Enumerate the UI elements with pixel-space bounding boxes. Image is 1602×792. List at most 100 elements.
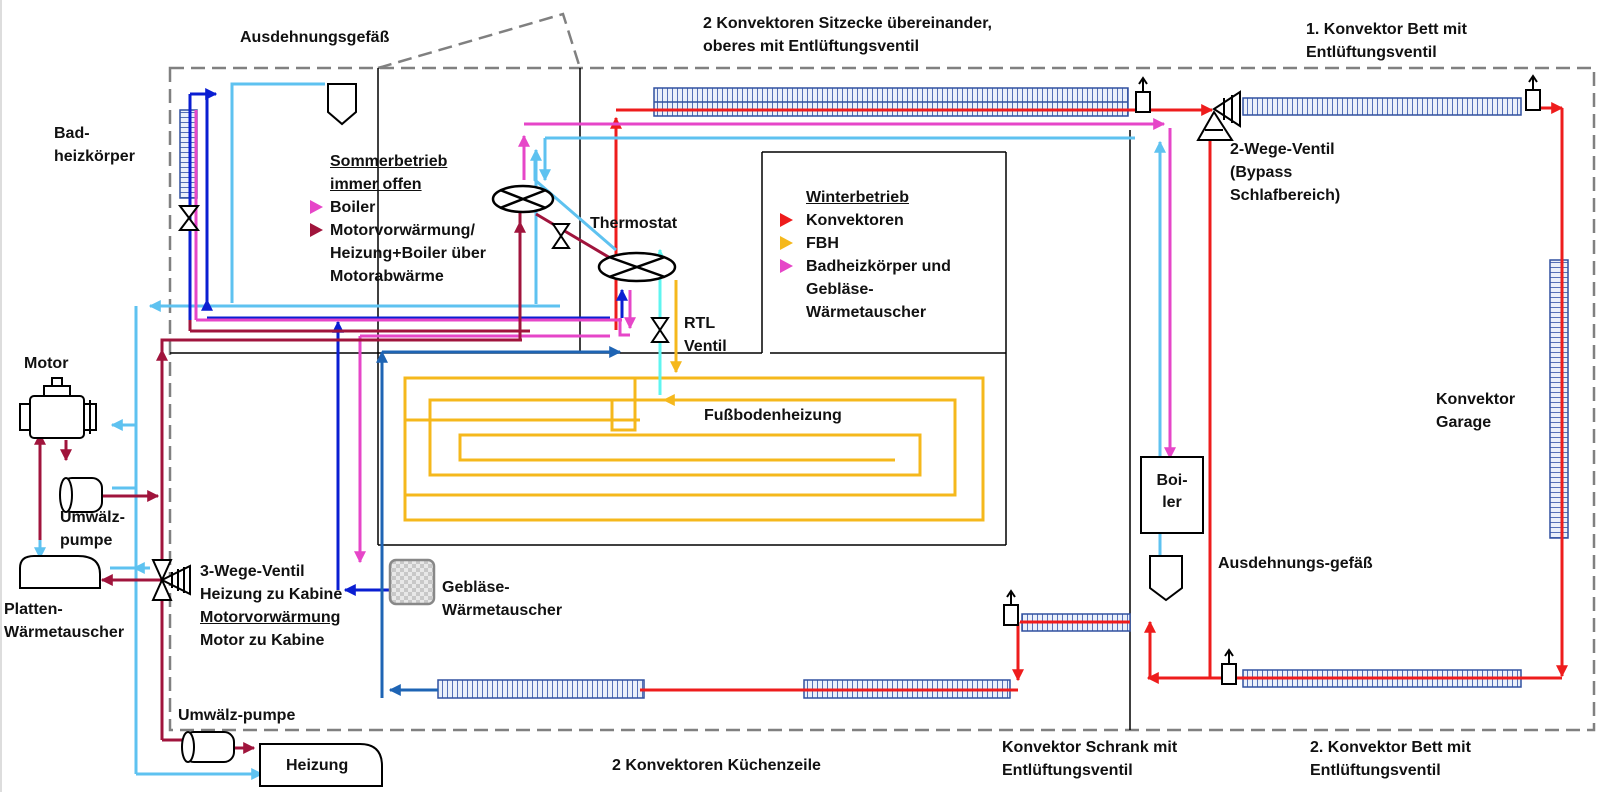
bath-valve-symbol — [178, 205, 200, 231]
legend-summer-motor-line-3: Motorabwärme — [330, 268, 444, 285]
cabinet-convector-line-2: Entlüftungsventil — [1002, 762, 1133, 779]
two-way-valve-line-1: 2-Wege-Ventil — [1230, 141, 1335, 158]
swatch-orange-icon — [780, 236, 793, 250]
motor-label: Motor — [24, 355, 69, 372]
legend-summer-title-2: immer offen — [330, 176, 422, 193]
cabinet-convector-line-1: Konvektor Schrank mit — [1002, 739, 1178, 756]
mixer-upper-symbol — [491, 184, 555, 214]
legend-winter-item-convectors: Konvektoren — [780, 209, 951, 232]
two-way-valve-line-3: Schlafbereich) — [1230, 187, 1341, 204]
three-way-valve-symbol — [151, 559, 191, 601]
garage-convector-line-1: Konvektor — [1436, 391, 1516, 408]
plate-heat-exchanger-symbol — [19, 555, 101, 589]
legend-winter-bath-line-1: Badheizkörper und — [806, 258, 951, 275]
legend-summer-motor-line-1: Motorvorwärmung/ — [330, 222, 475, 239]
legend-summer: Sommerbetrieb immer offen Boiler Motorvo… — [310, 150, 487, 288]
three-way-valve-line-4: Motor zu Kabine — [200, 632, 325, 649]
convector-garage — [1549, 259, 1569, 539]
legend-winter-bath-line-2: Gebläse- — [806, 281, 874, 298]
legend-winter-item-fbh: FBH — [780, 232, 951, 255]
thermostat-label: Thermostat — [590, 215, 678, 232]
bed-convector-1-line-2: Entlüftungsventil — [1306, 44, 1437, 61]
rtl-valve-label: RTL Ventil — [684, 312, 727, 358]
three-way-valve-line-3: Motorvorwärmung — [200, 609, 341, 626]
pump-left-symbol — [59, 477, 103, 513]
seating-convectors-label: 2 Konvektoren Sitzecke übereinander, obe… — [703, 12, 992, 58]
legend-winter-fbh-text: FBH — [806, 235, 839, 252]
bath-radiator-label: Bad- heizkörper — [54, 122, 135, 168]
expansion-tank-right-label: Ausdehnungs-gefäß — [1218, 555, 1373, 572]
pipes-blue — [188, 88, 628, 596]
bath-radiator-line-2: heizkörper — [54, 148, 135, 165]
three-way-valve-label: 3-Wege-Ventil Heizung zu Kabine Motorvor… — [200, 560, 342, 652]
expansion-tank-right-symbol — [1149, 555, 1183, 602]
bed-convector-2-label: 2. Konvektor Bett mit Entlüftungsventil — [1310, 736, 1471, 782]
plate-heat-exchanger-line-1: Platten- — [4, 601, 63, 618]
swatch-maroon-icon — [310, 223, 323, 237]
bed-convector-2-line-1: 2. Konvektor Bett mit — [1310, 739, 1471, 756]
plate-heat-exchanger-label: Platten- Wärmetauscher — [4, 598, 124, 644]
bed-convector-1-label: 1. Konvektor Bett mit Entlüftungsventil — [1306, 18, 1467, 64]
pump-left-label: Umwälz- pumpe — [60, 506, 125, 552]
convector-bed-1 — [1242, 97, 1522, 116]
bed-convector-1-line-1: 1. Konvektor Bett mit — [1306, 21, 1467, 38]
legend-summer-boiler-text: Boiler — [330, 199, 376, 216]
vehicle-outline — [168, 12, 1596, 732]
bed-convector-2-line-2: Entlüftungsventil — [1310, 762, 1441, 779]
motor-symbol — [19, 377, 97, 439]
legend-winter-bath-line-3: Wärmetauscher — [806, 304, 927, 321]
pipes-midblue — [376, 346, 622, 698]
two-way-valve-symbol — [1196, 90, 1241, 141]
bleed-valve-symbols — [1003, 74, 1541, 685]
legend-winter-item-bath: Badheizkörper und Gebläse- Wärmetauscher — [780, 255, 951, 324]
boiler-line-2: ler — [1162, 494, 1182, 511]
underfloor-heating-coil — [403, 376, 985, 522]
garage-convector-label: Konvektor Garage — [1436, 388, 1515, 434]
three-way-valve-line-2: Heizung zu Kabine — [200, 586, 343, 603]
two-way-valve-line-2: (Bypass — [1230, 164, 1293, 181]
convector-kitchen-1 — [437, 679, 645, 699]
pipes-orange — [662, 280, 682, 406]
legend-winter: Winterbetrieb Konvektoren FBH Badheizkör… — [780, 186, 951, 324]
legend-winter-convectors-text: Konvektoren — [806, 212, 904, 229]
expansion-tank-top-symbol — [327, 83, 357, 126]
swatch-red-icon — [780, 213, 793, 227]
legend-summer-item-motor: Motorvorwärmung/ Heizung+Boiler über Mot… — [310, 219, 487, 288]
rtl-valve-line-2: Ventil — [684, 338, 727, 355]
fan-heat-exchanger-symbol — [388, 558, 436, 606]
pump-bottom-label: Umwälz-pumpe — [178, 707, 296, 724]
fan-heat-exchanger-line-1: Gebläse- — [442, 579, 510, 596]
swatch-magenta-icon — [780, 259, 793, 273]
fan-heat-exchanger-label: Gebläse- Wärmetauscher — [442, 576, 562, 622]
heater-label: Heizung — [286, 757, 349, 774]
legend-winter-title: Winterbetrieb — [806, 189, 909, 206]
boiler-box: Boi- ler — [1140, 456, 1204, 534]
seating-convectors-line-2: oberes mit Entlüftungsventil — [703, 38, 920, 55]
thermostat-symbol — [597, 251, 677, 283]
mixing-valve-symbol — [551, 223, 571, 249]
pump-bottom-symbol — [181, 731, 235, 763]
bath-radiator-line-1: Bad- — [54, 125, 90, 142]
heater-symbol — [259, 743, 383, 787]
underfloor-heating-label: Fußbodenheizung — [704, 407, 842, 424]
rtl-valve-symbol — [650, 317, 670, 343]
garage-convector-line-2: Garage — [1436, 414, 1492, 431]
rtl-valve-line-1: RTL — [684, 315, 716, 332]
pump-left-line-1: Umwälz- — [60, 509, 125, 526]
swatch-magenta-icon — [310, 200, 323, 214]
fan-heat-exchanger-line-2: Wärmetauscher — [442, 602, 563, 619]
cabinet-convector-label: Konvektor Schrank mit Entlüftungsventil — [1002, 736, 1177, 782]
legend-summer-item-boiler: Boiler — [310, 196, 486, 219]
pipes-magenta — [194, 110, 1176, 564]
legend-summer-motor-line-2: Heizung+Boiler über — [330, 245, 487, 262]
legend-summer-title-1: Sommerbetrieb — [330, 153, 448, 170]
three-way-valve-line-1: 3-Wege-Ventil — [200, 563, 305, 580]
pump-left-line-2: pumpe — [60, 532, 113, 549]
boiler-line-1: Boi- — [1156, 472, 1188, 489]
seating-convectors-line-1: 2 Konvektoren Sitzecke übereinander, — [703, 15, 992, 32]
kitchen-convectors-label: 2 Konvektoren Küchenzeile — [612, 757, 821, 774]
pipes-maroon — [34, 212, 624, 754]
expansion-tank-top-label: Ausdehnungsgefäß — [240, 29, 390, 46]
plate-heat-exchanger-line-2: Wärmetauscher — [4, 624, 125, 641]
